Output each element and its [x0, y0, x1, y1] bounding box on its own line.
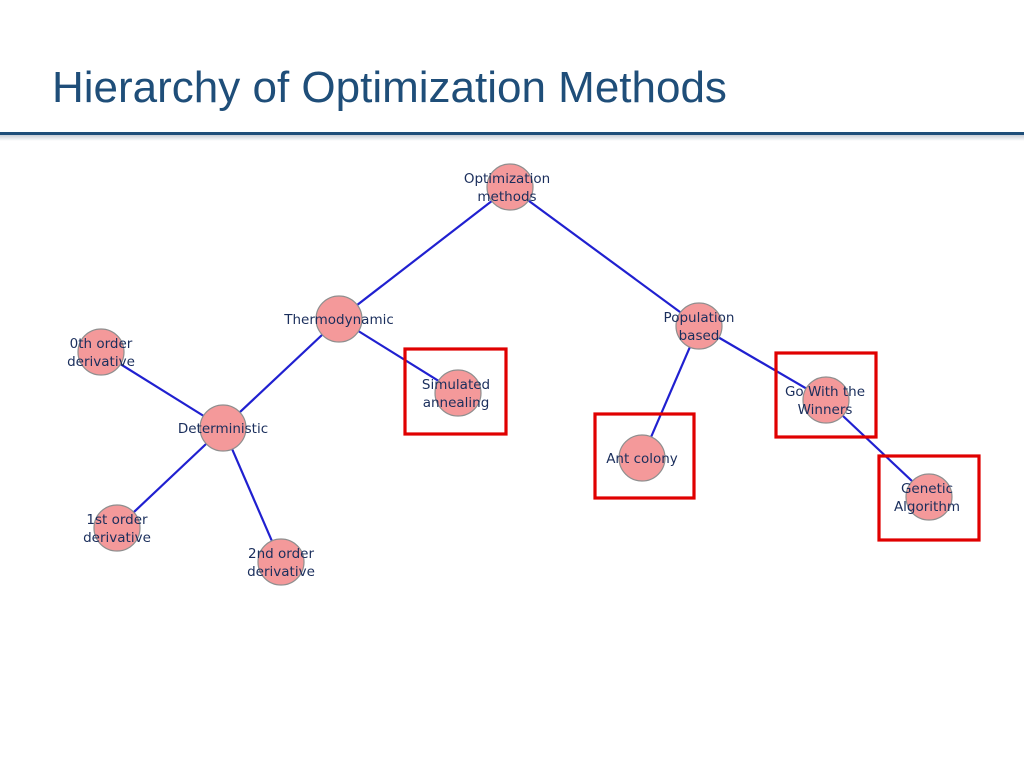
node-deterministic — [199, 404, 247, 452]
title-divider — [0, 132, 1024, 135]
node-optimization-methods — [486, 163, 534, 211]
node-label-line: Genetic — [901, 481, 953, 497]
node-label-line: Thermodynamic — [283, 312, 394, 328]
node-go-with-the-winners — [802, 376, 850, 424]
node-label-line: annealing — [423, 395, 490, 411]
node-label-line: derivative — [83, 530, 151, 546]
node-label-1st-order-derivative: 1st order derivative — [83, 512, 151, 546]
node-label-optimization-methods: Optimization methods — [464, 171, 550, 205]
slide-title: Hierarchy of Optimization Methods — [52, 63, 727, 112]
node-label-line: 2nd order — [248, 546, 314, 562]
node-label-line: based — [679, 328, 720, 344]
node-label-line: Go With the — [785, 384, 865, 400]
node-0th-order-derivative — [77, 328, 125, 376]
highlight-box-simulated-annealing — [403, 347, 508, 436]
node-label-simulated-annealing: Simulated annealing — [422, 377, 490, 411]
node-label-0th-order-derivative: 0th order derivative — [67, 336, 135, 370]
node-label-line: derivative — [247, 564, 315, 580]
title-divider-shadow — [0, 135, 1024, 141]
node-ant-colony — [618, 434, 666, 482]
node-label-line: derivative — [67, 354, 135, 370]
edge-population-based-to-go-with-the-winners — [698, 325, 827, 401]
node-label-line: 1st order — [86, 512, 148, 528]
node-label-line: Ant colony — [606, 451, 678, 467]
node-label-thermodynamic: Thermodynamic — [283, 312, 394, 328]
node-label-line: Optimization — [464, 171, 550, 187]
highlight-box-ant-colony — [593, 412, 696, 500]
node-label-line: Population — [664, 310, 735, 326]
highlight-box-genetic-algorithm — [877, 454, 981, 542]
edge-optimization-methods-to-population-based — [509, 186, 700, 327]
node-label-deterministic: Deterministic — [178, 421, 268, 437]
node-genetic-algorithm — [905, 473, 953, 521]
node-label-line: Deterministic — [178, 421, 268, 437]
node-thermodynamic — [315, 295, 363, 343]
node-label-line: Simulated — [422, 377, 490, 393]
edge-thermodynamic-to-deterministic — [222, 318, 340, 429]
edges-layer — [100, 186, 930, 563]
edge-deterministic-to-1st-order-derivative — [116, 427, 224, 529]
node-label-2nd-order-derivative: 2nd order derivative — [247, 546, 315, 580]
edge-optimization-methods-to-thermodynamic — [338, 186, 511, 320]
node-label-line: Winners — [798, 402, 853, 418]
edge-population-based-to-ant-colony — [640, 325, 701, 459]
node-label-population-based: Population based — [664, 310, 735, 344]
highlight-boxes-layer — [403, 347, 981, 542]
edge-deterministic-to-0th-order-derivative — [100, 351, 224, 429]
node-simulated-annealing — [434, 369, 482, 417]
node-label-ant-colony: Ant colony — [606, 451, 678, 467]
node-population-based — [675, 302, 723, 350]
node-label-line: 0th order — [70, 336, 133, 352]
node-2nd-order-derivative — [257, 538, 305, 586]
node-label-line: Algorithm — [894, 499, 960, 515]
nodes-layer — [77, 163, 953, 586]
highlight-box-go-with-the-winners — [774, 351, 878, 439]
edge-deterministic-to-2nd-order-derivative — [221, 427, 283, 563]
node-1st-order-derivative — [93, 504, 141, 552]
node-label-line: methods — [477, 189, 536, 205]
